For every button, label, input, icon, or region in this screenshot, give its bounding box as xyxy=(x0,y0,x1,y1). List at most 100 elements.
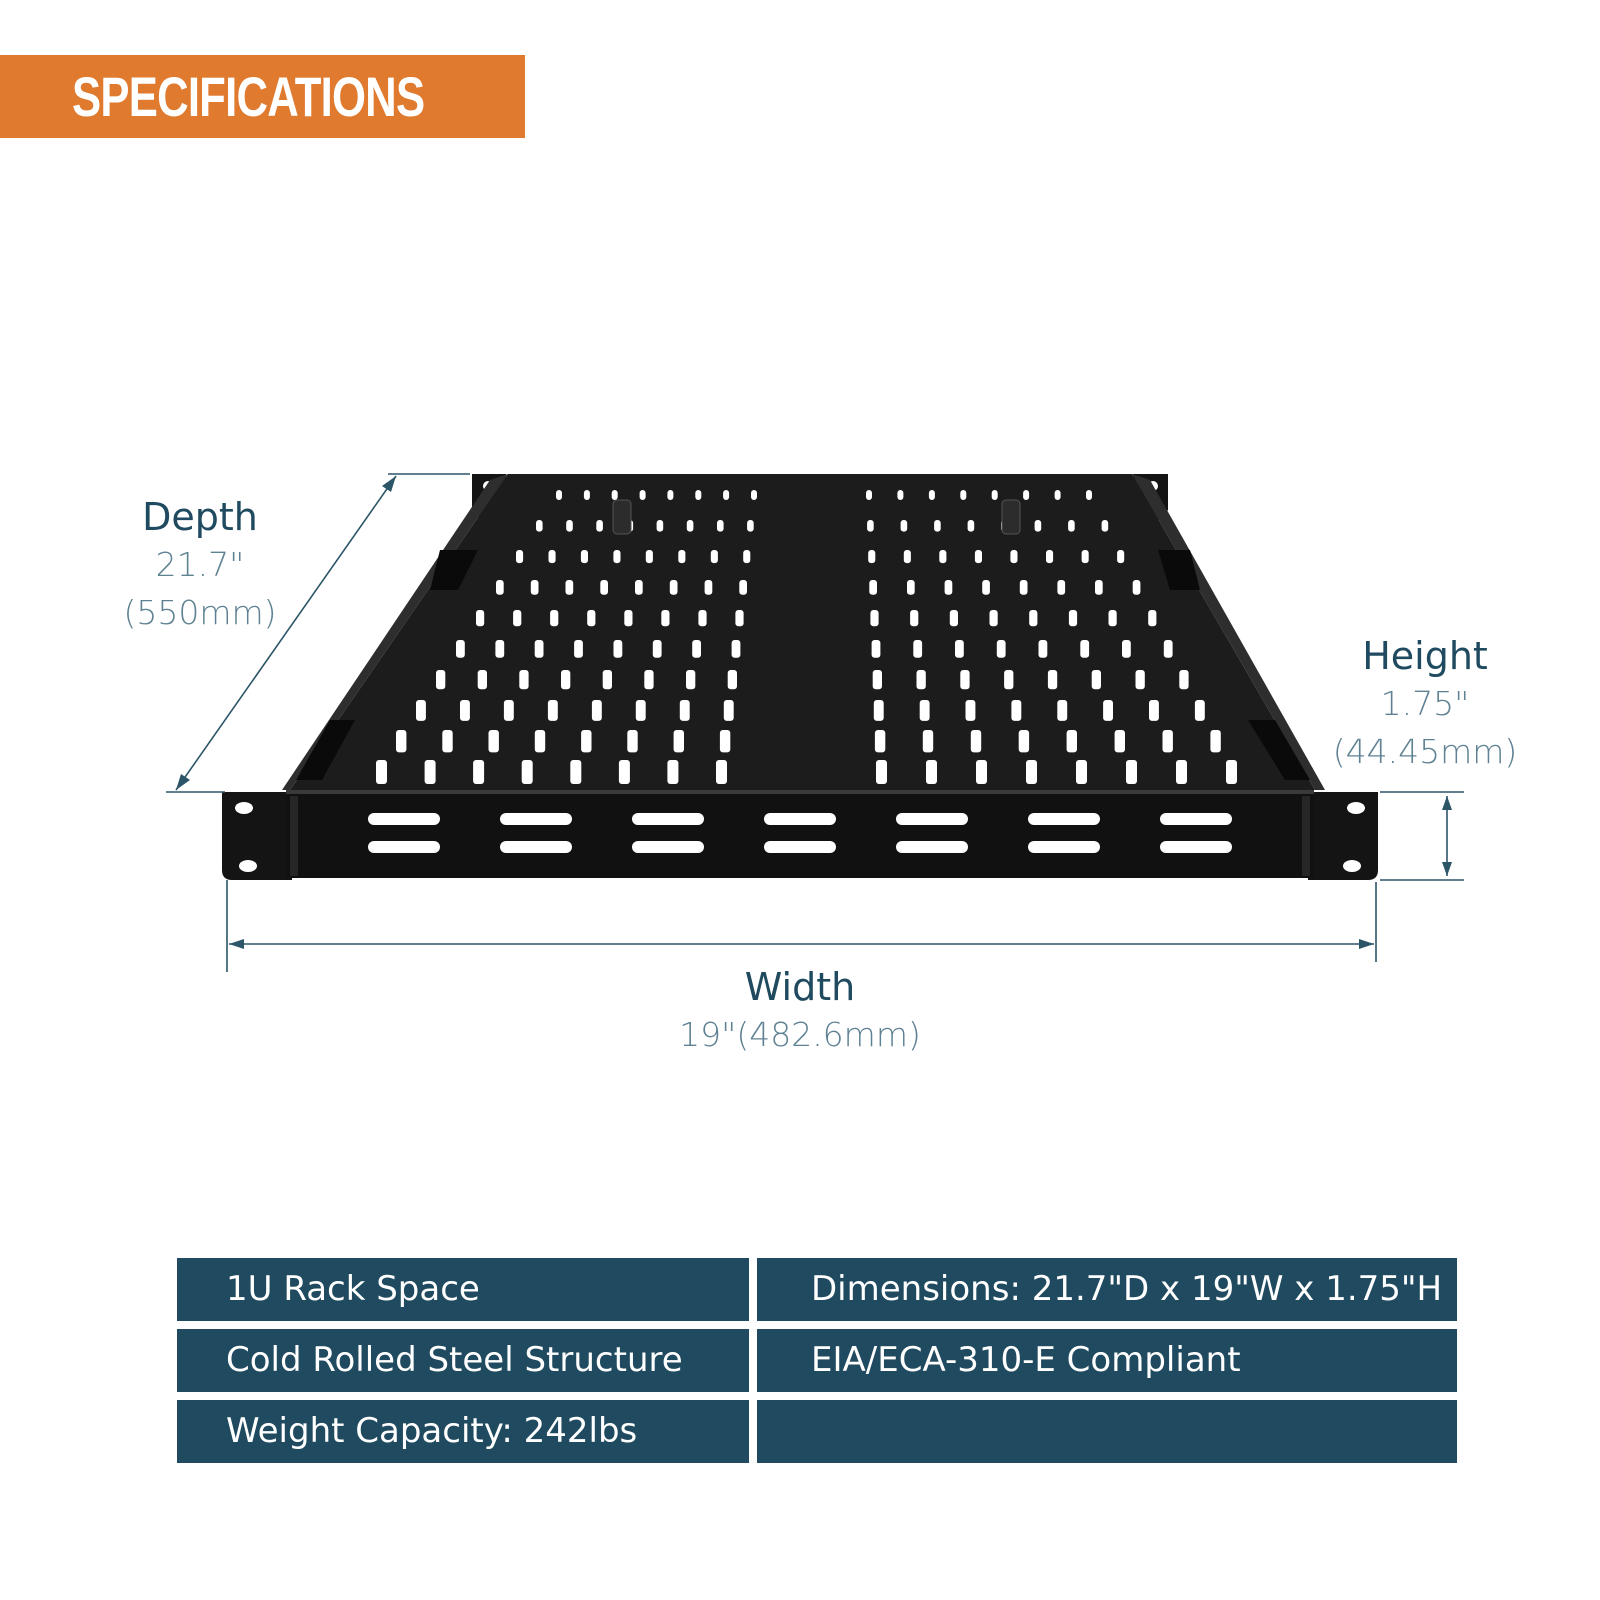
vent-slot xyxy=(548,550,556,564)
vent-slot xyxy=(698,610,707,627)
vent-slot xyxy=(717,520,724,532)
front-vent-slot xyxy=(1160,813,1232,825)
vent-slot xyxy=(1226,760,1237,784)
vent-slot xyxy=(591,700,602,721)
vent-slot xyxy=(870,610,879,627)
front-left-ear xyxy=(222,792,292,880)
vent-slot xyxy=(565,580,574,595)
vent-slot xyxy=(735,610,744,627)
vent-slot xyxy=(907,580,915,595)
vent-slot xyxy=(1057,700,1068,721)
vent-slot xyxy=(611,490,618,500)
vent-slot xyxy=(495,640,505,658)
spec-table: 1U Rack Space Dimensions: 21.7"D x 19"W … xyxy=(177,1258,1457,1471)
vent-slot xyxy=(656,520,664,532)
vent-slot xyxy=(678,550,686,564)
front-vent-slot xyxy=(764,813,836,825)
vent-slot xyxy=(897,490,904,500)
vent-slot xyxy=(534,730,546,753)
vent-slot xyxy=(534,640,544,658)
vent-slot xyxy=(1091,670,1101,690)
vent-slot xyxy=(645,550,653,564)
vent-slot xyxy=(1046,550,1054,564)
vent-slot xyxy=(1103,700,1113,721)
vent-slot xyxy=(424,760,436,784)
left-bracket-lower xyxy=(296,720,355,780)
front-vent-slot xyxy=(632,813,704,825)
vent-slot xyxy=(731,640,741,658)
vent-slot xyxy=(939,550,947,564)
vent-slot xyxy=(574,640,583,658)
vent-slot xyxy=(1210,730,1221,753)
vent-slot xyxy=(960,670,970,690)
front-vent-slot xyxy=(632,841,704,853)
vent-slot xyxy=(928,490,935,500)
vent-slot xyxy=(868,550,876,564)
vent-slot xyxy=(583,490,590,500)
vent-slot xyxy=(989,610,998,627)
vent-slot xyxy=(456,640,465,658)
vent-slot xyxy=(519,670,529,690)
vent-slot xyxy=(866,490,872,500)
vent-slot xyxy=(1086,490,1092,500)
vent-slot xyxy=(661,610,670,627)
vent-slot xyxy=(872,670,882,690)
vent-slot xyxy=(618,760,630,784)
vent-slot xyxy=(1179,670,1189,690)
vent-slot xyxy=(624,610,633,627)
width-title: Width xyxy=(744,965,856,1009)
front-vent-slot xyxy=(1028,813,1100,825)
vent-slot xyxy=(1068,610,1078,627)
vent-slot xyxy=(996,640,1006,658)
vent-slot xyxy=(1095,580,1103,595)
vent-slot xyxy=(871,640,881,658)
vent-slot xyxy=(1194,700,1205,721)
vent-slot xyxy=(982,580,990,595)
vent-slot xyxy=(496,580,504,595)
vent-slot xyxy=(944,580,953,595)
vent-slot xyxy=(530,580,539,595)
vent-slot xyxy=(960,490,967,500)
vent-slot xyxy=(1047,670,1058,690)
vent-slot xyxy=(516,550,524,564)
right-cable-clip xyxy=(1001,499,1021,535)
vent-slot xyxy=(602,670,612,690)
vent-slot xyxy=(667,490,674,500)
banner-title: SPECIFICATIONS xyxy=(72,65,425,128)
vent-slot xyxy=(934,520,941,532)
spec-compliance: EIA/ECA-310-E Compliant xyxy=(757,1329,1457,1392)
right-bracket-lower xyxy=(1248,720,1310,780)
spec-empty-cell xyxy=(757,1400,1457,1463)
vent-slot xyxy=(613,550,621,564)
left-cable-clip xyxy=(612,499,632,535)
vent-slot xyxy=(1068,520,1075,532)
vent-slot xyxy=(416,700,426,721)
vent-slot xyxy=(396,730,407,753)
vent-slot xyxy=(635,580,643,595)
vent-slot xyxy=(1011,700,1022,721)
depth-title: Depth xyxy=(142,495,258,539)
vent-slot xyxy=(686,520,694,532)
vent-slot xyxy=(1066,730,1077,753)
vent-slot xyxy=(949,610,958,627)
vent-slot xyxy=(652,640,662,658)
spec-dimensions: Dimensions: 21.7"D x 19"W x 1.75"H xyxy=(757,1258,1457,1321)
spec-row: Weight Capacity: 242lbs xyxy=(177,1400,1457,1463)
vent-slot xyxy=(1163,640,1173,658)
front-vent-slot xyxy=(368,813,440,825)
vent-slot xyxy=(1081,550,1089,564)
depth-inches: 21.7" xyxy=(155,545,245,584)
vent-slot xyxy=(376,760,387,784)
vent-slot xyxy=(1018,730,1030,753)
vent-slot xyxy=(436,670,446,690)
vent-slot xyxy=(967,520,975,532)
spec-row: Cold Rolled Steel Structure EIA/ECA-310-… xyxy=(177,1329,1457,1392)
vent-slot xyxy=(570,760,582,784)
vent-slot xyxy=(1122,640,1131,658)
vent-slot xyxy=(974,550,982,564)
shelf-front-face xyxy=(286,790,1314,878)
vent-slot xyxy=(679,700,690,721)
vent-slot xyxy=(1108,610,1117,627)
vent-slot xyxy=(596,520,603,532)
vent-slot xyxy=(476,610,485,627)
